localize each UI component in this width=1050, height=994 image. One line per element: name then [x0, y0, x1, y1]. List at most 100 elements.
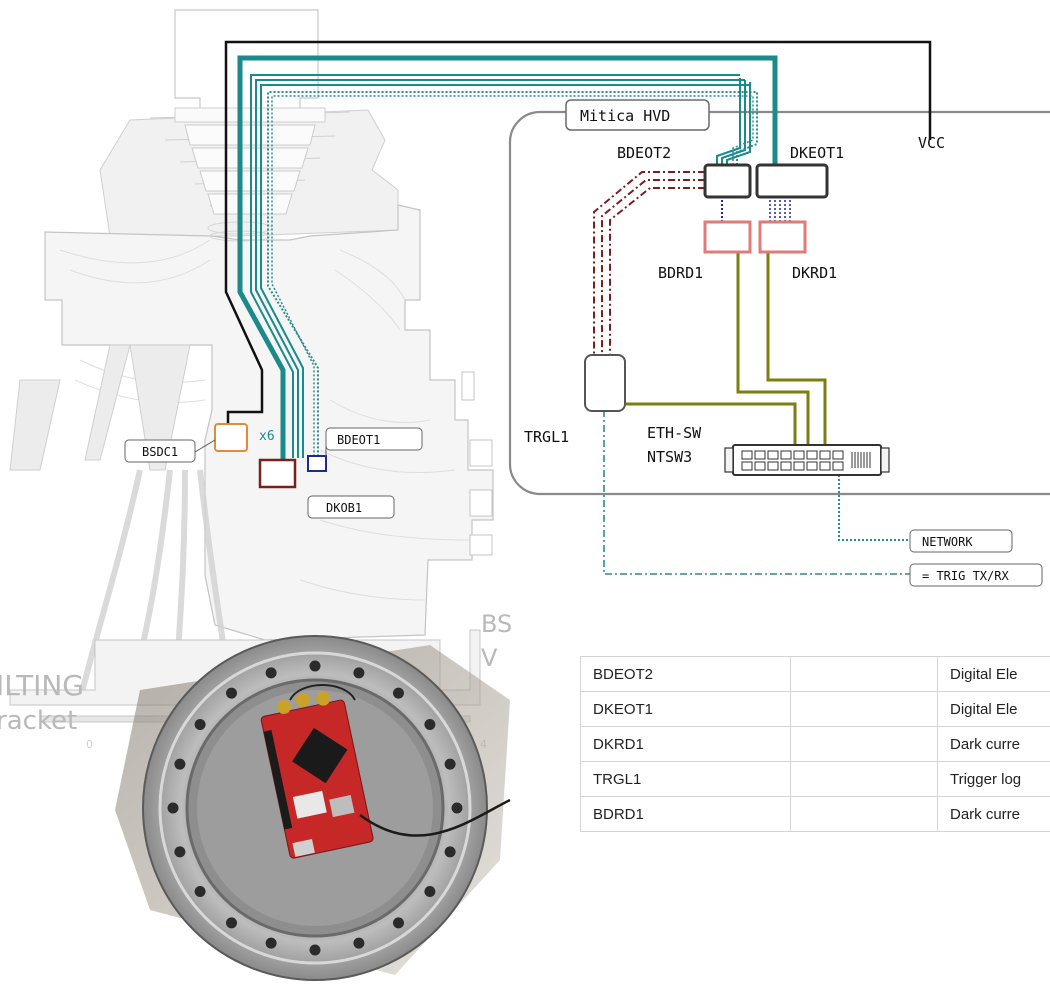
dkrd1-eth — [766, 252, 827, 452]
bdeot1-fiber — [267, 91, 758, 456]
trig-txrx-tag — [909, 563, 1043, 587]
switch-port — [793, 450, 805, 460]
flange-bolt — [226, 917, 237, 929]
flange-bolt — [226, 687, 237, 699]
flange-bolt — [167, 802, 179, 814]
table-cell-mid — [790, 726, 938, 762]
flange-bolt — [194, 886, 206, 897]
flange-bolt — [424, 886, 436, 897]
vcc-label: VCC — [918, 134, 945, 152]
table-row: BDEOT2 Digital Ele — [580, 656, 1050, 692]
bdeot1-label: BDEOT1 — [337, 433, 380, 447]
table-cell-id: TRGL1 — [580, 761, 791, 797]
switch-port — [754, 450, 766, 460]
flange-bolt — [174, 758, 186, 770]
eth-sw-label: ETH-SW — [647, 424, 702, 442]
bdeot2-label: BDEOT2 — [617, 144, 671, 162]
table-cell-mid — [790, 796, 938, 832]
flange-bolt — [451, 802, 463, 814]
table-cell-id: BDEOT2 — [580, 656, 791, 692]
dkeot1-fiber-bundle — [237, 55, 778, 460]
dkrd1-label: DKRD1 — [792, 264, 837, 282]
flange-bolt — [309, 944, 321, 956]
switch-port — [793, 461, 805, 471]
mitica-hvd-enclosure — [508, 110, 1050, 496]
table-row: BDRD1 Dark curre — [580, 796, 1050, 832]
bdrd1-box — [703, 220, 752, 254]
bdrd1-label: BDRD1 — [658, 264, 703, 282]
vcc-cable — [224, 40, 932, 428]
flange-bolt — [424, 719, 436, 730]
table-cell-desc: Trigger log — [937, 761, 1050, 797]
trgl1-label: TRGL1 — [524, 428, 569, 446]
table-cell-desc: Digital Ele — [937, 691, 1050, 727]
dkob1-box — [258, 458, 297, 489]
dkeot1-label: DKEOT1 — [790, 144, 844, 162]
table-cell-desc: Dark curre — [937, 796, 1050, 832]
cables — [224, 40, 932, 575]
dkeot1-box — [755, 163, 829, 199]
flange-bolt — [174, 846, 186, 858]
flange-bolt — [444, 758, 456, 770]
ghost-text-bracket: racket — [0, 706, 77, 736]
ghost-text-tilting: ILTING — [0, 669, 84, 702]
table-cell-mid — [790, 691, 938, 727]
bsdc1-label: BSDC1 — [142, 445, 178, 459]
switch-port — [819, 461, 831, 471]
table-cell-desc: Digital Ele — [937, 656, 1050, 692]
trgl1-box — [584, 354, 626, 412]
bdrd1-eth — [736, 252, 810, 452]
table-cell-id: BDRD1 — [580, 796, 791, 832]
flange-bolt — [265, 667, 277, 679]
network-cable — [838, 475, 910, 541]
switch-port — [767, 450, 779, 460]
flange-bolt — [309, 660, 321, 672]
switch-port — [780, 450, 792, 460]
switch-port — [832, 461, 844, 471]
table-cell-mid — [790, 656, 938, 692]
switch-port — [741, 461, 753, 471]
table-row: DKRD1 Dark curre — [580, 726, 1050, 762]
bdeot1-box — [307, 455, 327, 472]
switch-port — [741, 450, 753, 460]
table-cell-id: DKEOT1 — [580, 691, 791, 727]
ghost-text-v: V — [481, 644, 498, 672]
switch-port — [819, 450, 831, 460]
switch-port — [754, 461, 766, 471]
axis-tick-0: 0 — [86, 738, 93, 751]
ntsw3-label: NTSW3 — [647, 448, 692, 466]
bdeot2-box — [703, 163, 752, 199]
mitica-hvd-label: Mitica HVD — [580, 107, 670, 125]
red-pitaya-board — [260, 691, 374, 859]
flange-bolt — [265, 937, 277, 949]
network-tag — [909, 529, 1013, 553]
switch-port — [806, 461, 818, 471]
dkrd1-box — [758, 220, 807, 254]
table-row: TRGL1 Trigger log — [580, 761, 1050, 797]
flange-bolt — [194, 719, 206, 730]
mitica-hvd-label-box — [565, 99, 710, 131]
flange-bolt — [353, 937, 365, 949]
table-row: DKEOT1 Digital Ele — [580, 691, 1050, 727]
flange-bolt — [353, 667, 365, 679]
switch-port — [806, 450, 818, 460]
flange-bolt — [444, 846, 456, 858]
flange-bolt — [393, 917, 404, 929]
flange-photo — [115, 635, 511, 981]
switch-port — [832, 450, 844, 460]
switch-port — [767, 461, 779, 471]
x6-label: x6 — [259, 429, 275, 444]
bsdc1-box — [214, 423, 248, 452]
table-cell-mid — [790, 761, 938, 797]
trgl1-eth — [626, 402, 797, 452]
table-cell-desc: Dark curre — [937, 726, 1050, 762]
bsdc1-tag — [124, 439, 196, 463]
dkob1-tag — [307, 495, 395, 519]
dkob1-label: DKOB1 — [326, 501, 362, 515]
trig-txrx-label: = TRIG TX/RX — [922, 569, 1009, 583]
table-cell-id: DKRD1 — [580, 726, 791, 762]
bdeot1-tag — [325, 427, 423, 451]
